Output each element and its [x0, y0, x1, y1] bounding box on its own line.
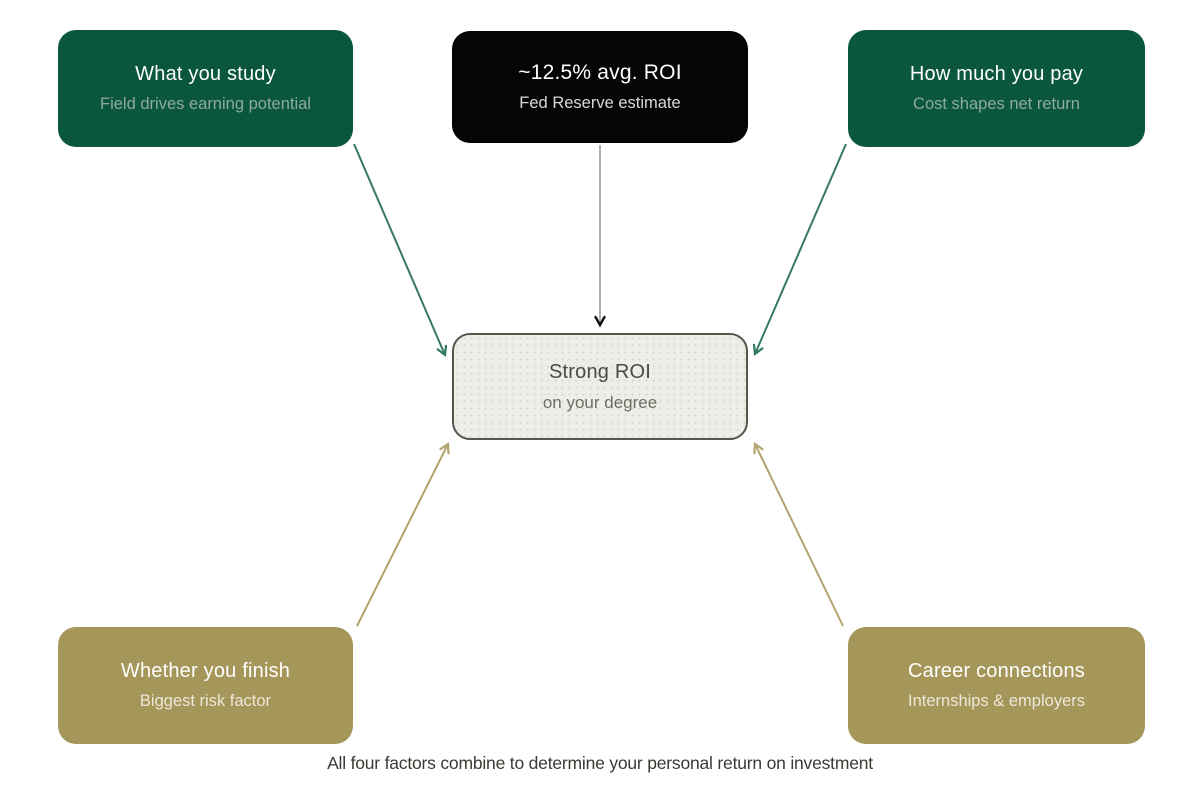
node-roi-note-subtitle: Fed Reserve estimate — [519, 94, 681, 113]
node-whether-you-finish-subtitle: Biggest risk factor — [139, 692, 272, 711]
diagram-caption: All four factors combine to determine yo… — [327, 753, 873, 773]
node-strong-roi: Strong ROI on your degree — [452, 333, 748, 440]
node-strong-roi-title: Strong ROI — [548, 360, 652, 383]
node-how-much-you-pay: How much you pay Cost shapes net return — [848, 30, 1145, 147]
node-roi-note: ~12.5% avg. ROI Fed Reserve estimate — [452, 31, 748, 143]
node-career-connections: Career connections Internships & employe… — [848, 627, 1145, 744]
node-what-you-study-subtitle: Field drives earning potential — [100, 95, 311, 114]
node-what-you-study-title: What you study — [135, 63, 276, 86]
node-what-you-study: What you study Field drives earning pote… — [58, 30, 353, 147]
arrow-finish-to-center — [356, 441, 450, 627]
node-how-much-you-pay-title: How much you pay — [909, 63, 1084, 86]
node-how-much-you-pay-subtitle: Cost shapes net return — [913, 95, 1080, 114]
node-whether-you-finish: Whether you finish Biggest risk factor — [58, 627, 353, 744]
node-whether-you-finish-title: Whether you finish — [120, 660, 291, 683]
arrow-pay-to-center — [752, 143, 847, 357]
arrow-study-to-center — [353, 143, 448, 358]
node-strong-roi-subtitle: on your degree — [542, 392, 658, 412]
node-career-connections-subtitle: Internships & employers — [908, 692, 1085, 711]
arrow-connections-to-center — [753, 441, 844, 627]
node-career-connections-title: Career connections — [907, 660, 1086, 683]
node-roi-note-title: ~12.5% avg. ROI — [518, 61, 682, 84]
